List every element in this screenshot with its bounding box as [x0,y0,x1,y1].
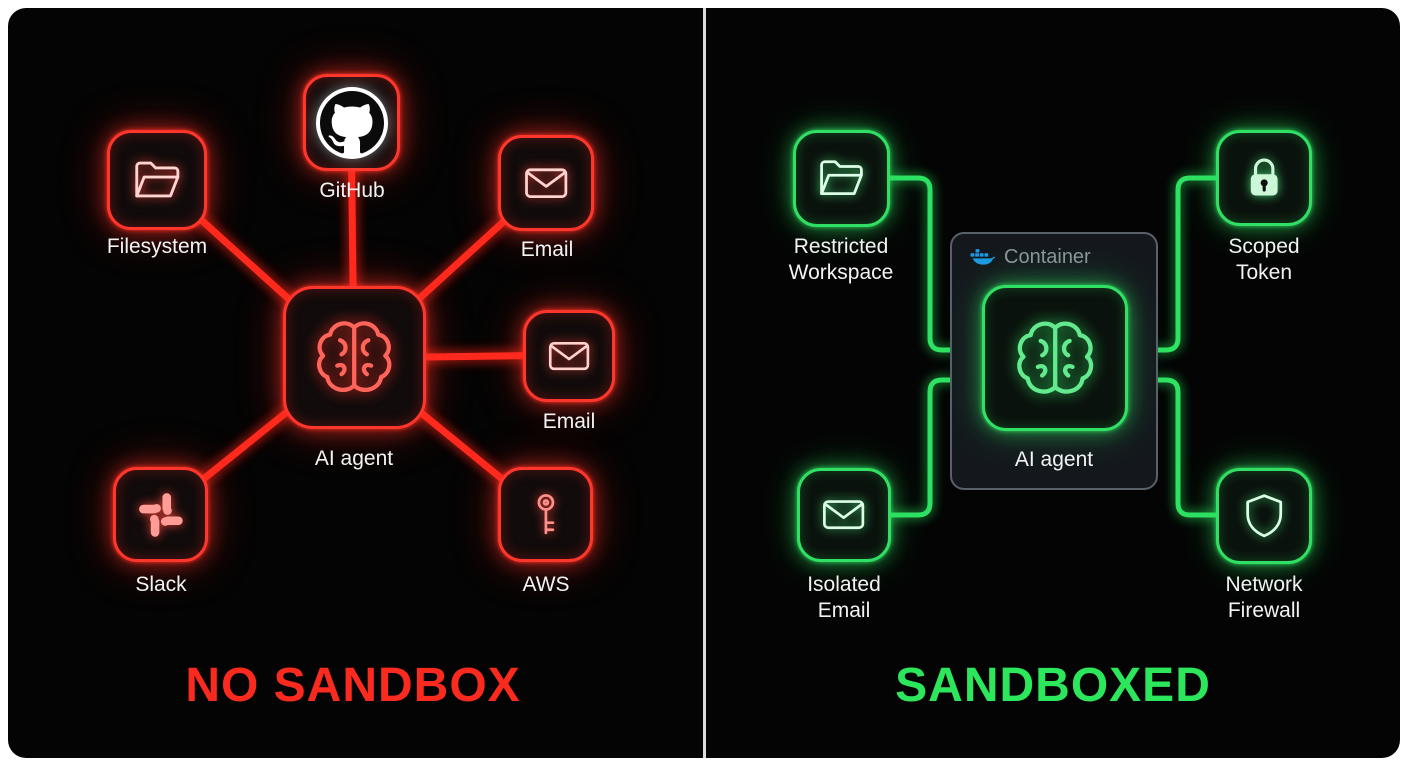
node-github [303,74,400,171]
github-badge [315,86,388,159]
brain-icon [309,312,399,402]
envelope-icon [521,158,571,208]
node-scoped-token [1216,130,1312,226]
node-label-restricted-workspace: Restricted Workspace [788,235,894,284]
envelope-icon [545,332,593,380]
node-label-email-top: Email [520,238,574,261]
node-email-right [523,310,615,402]
node-label-github: GitHub [319,179,385,202]
github-icon [320,91,384,155]
node-label-isolated-email: Isolated Email [807,573,881,622]
node-label-filesystem: Filesystem [106,235,208,258]
node-label-ai-agent-left: AI agent [314,447,394,470]
lock-icon [1239,153,1289,203]
node-label-scoped-token: Scoped Token [1228,235,1300,284]
folder-icon [816,153,867,204]
node-label-network-firewall: Network Firewall [1225,573,1303,622]
node-label-aws: AWS [522,573,570,596]
node-ai-agent-left [283,286,426,429]
node-ai-agent-right [982,285,1128,431]
folder-icon [131,154,184,207]
docker-icon [968,248,995,267]
node-filesystem [107,130,207,230]
left-panel-title: NO SANDBOX [185,659,521,712]
panel-divider [703,8,706,758]
brain-icon [1009,312,1101,404]
node-aws [498,467,593,562]
node-label-email-right: Email [542,410,596,433]
node-email-top [498,135,594,231]
container-box: Container AI agent [950,232,1158,490]
node-label-ai-agent-right: AI agent [1014,448,1094,471]
envelope-icon [819,490,868,539]
right-panel-title: SANDBOXED [895,659,1211,712]
node-network-firewall [1216,468,1312,564]
shield-icon [1239,491,1289,541]
node-restricted-workspace [793,130,890,227]
slack-icon [136,490,186,540]
node-isolated-email [797,468,891,562]
infographic-board [8,8,1400,758]
node-slack [113,467,208,562]
container-label: Container [1004,246,1091,268]
node-label-slack: Slack [135,573,187,596]
key-icon [521,490,571,540]
container-header: Container [968,246,1091,269]
